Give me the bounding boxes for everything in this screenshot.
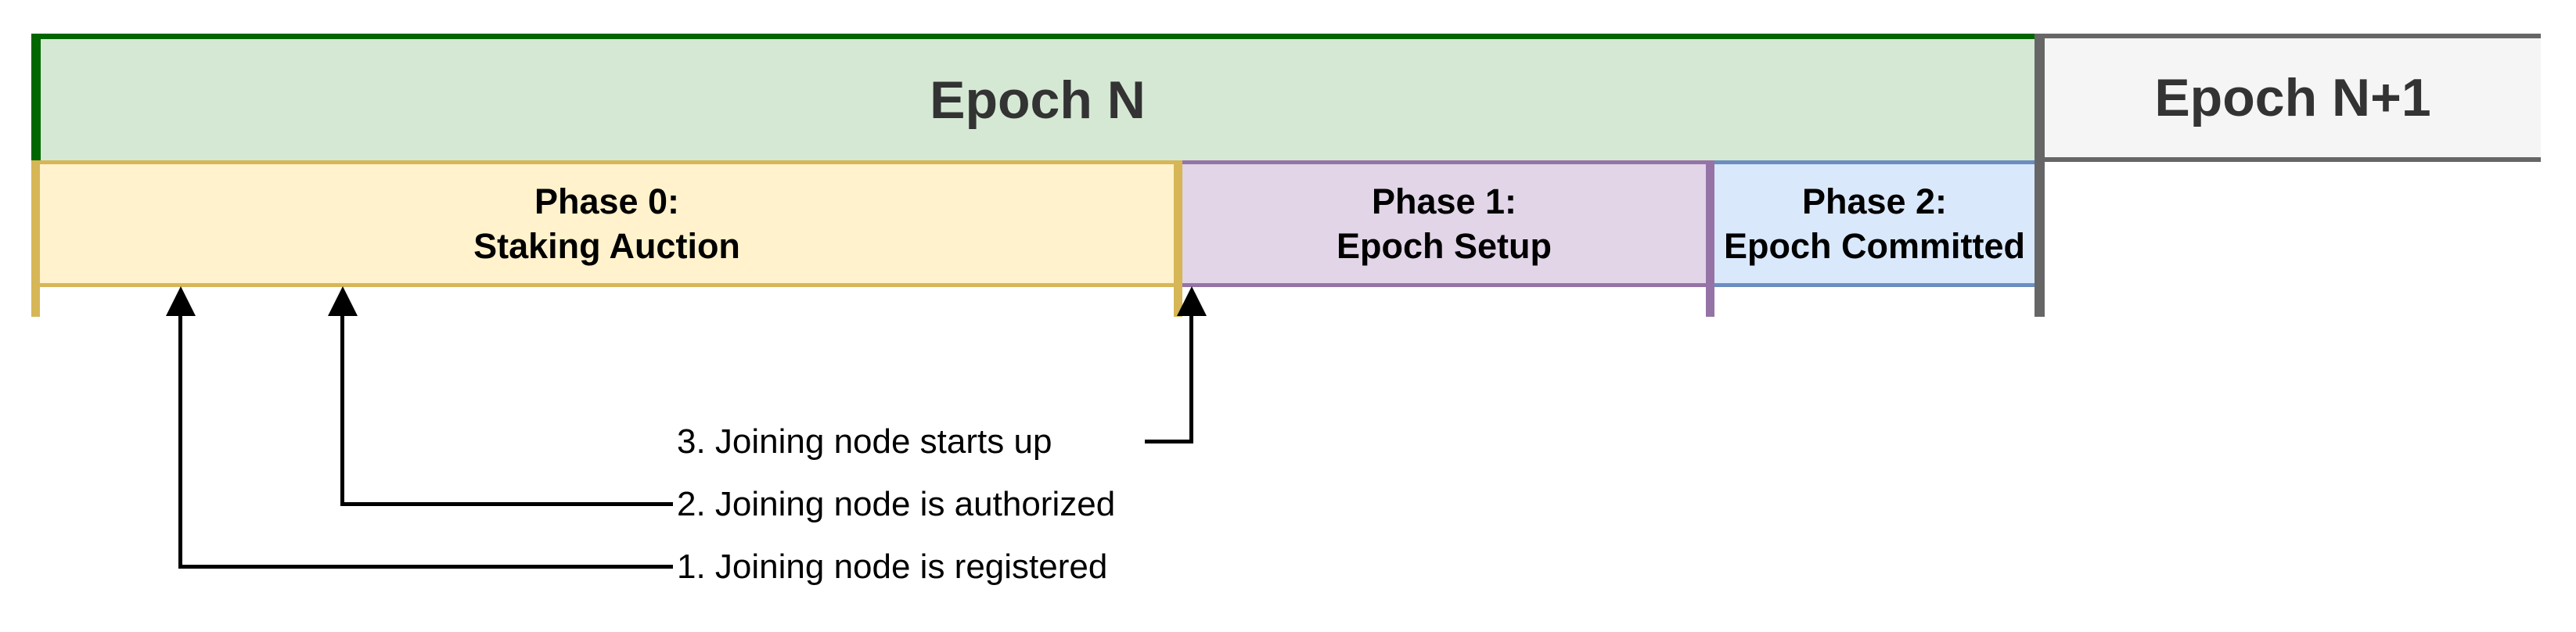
phase-2-bar: Phase 2: Epoch Committed xyxy=(1714,160,2035,287)
epoch-n-bar: Epoch N xyxy=(31,34,2035,160)
event-1-label: 1. Joining node is registered xyxy=(677,548,1108,586)
phase-0-bar: Phase 0: Staking Auction xyxy=(40,160,1174,287)
phase-1-bar: Phase 1: Epoch Setup xyxy=(1182,160,1706,287)
phase-1-title: Phase 1: xyxy=(1371,181,1517,221)
epoch-n-label: Epoch N xyxy=(930,70,1146,130)
phase-0-1-boundary-tick xyxy=(1174,160,1182,317)
event-2-arrow-line xyxy=(340,314,344,506)
phase-0-start-tick xyxy=(31,160,40,317)
epoch-n1-bar: Epoch N+1 xyxy=(2045,34,2541,162)
event-3-connector-line xyxy=(1145,440,1193,443)
event-2-connector-line xyxy=(340,502,673,506)
event-1-arrowhead-icon xyxy=(166,286,196,316)
event-1-arrow-line xyxy=(178,314,182,569)
phase-1-2-boundary-tick xyxy=(1706,160,1714,317)
phase-2-subtitle: Epoch Committed xyxy=(1723,226,2025,266)
phase-2-title: Phase 2: xyxy=(1801,181,1948,221)
epoch-boundary-divider xyxy=(2035,34,2045,317)
event-3-label: 3. Joining node starts up xyxy=(677,422,1052,461)
phase-0-subtitle: Staking Auction xyxy=(473,226,740,266)
event-3-arrow-line xyxy=(1189,314,1193,443)
event-2-label: 2. Joining node is authorized xyxy=(677,485,1116,523)
event-2-arrowhead-icon xyxy=(328,286,358,316)
phase-1-subtitle: Epoch Setup xyxy=(1336,226,1552,266)
epoch-n1-label: Epoch N+1 xyxy=(2154,68,2431,127)
event-3-arrowhead-icon xyxy=(1177,286,1207,316)
phase-0-title: Phase 0: xyxy=(534,181,680,221)
event-1-connector-line xyxy=(178,565,673,569)
